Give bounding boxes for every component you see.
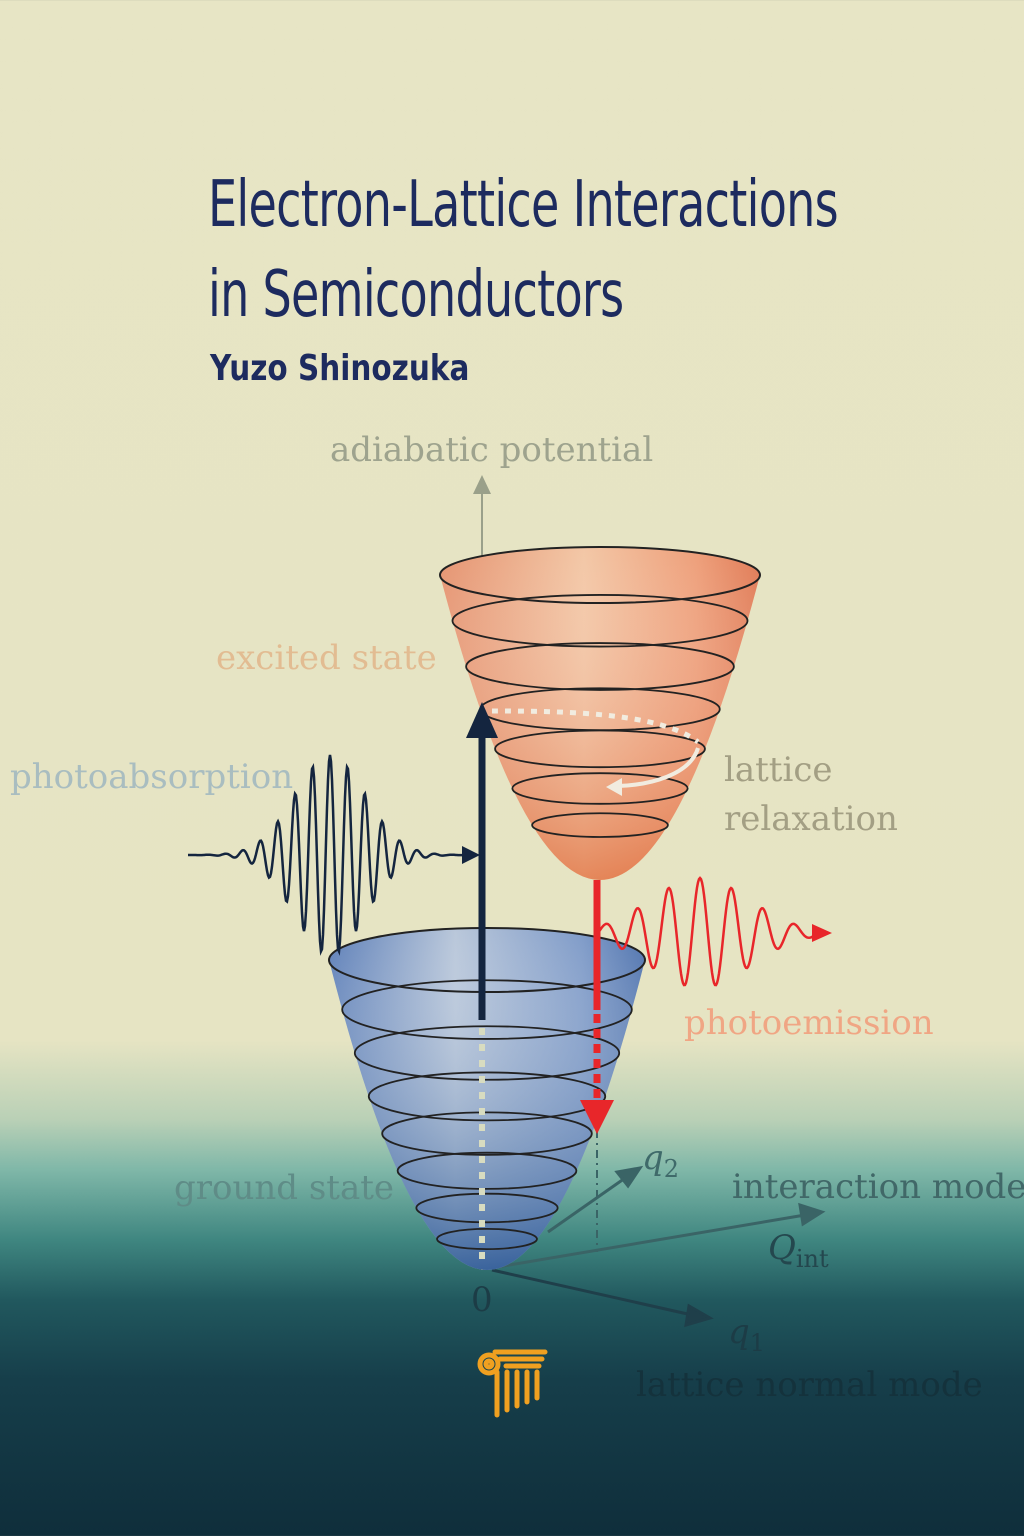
paraboloid-rim xyxy=(439,546,761,604)
photoabsorption-label: photoabsorption xyxy=(10,757,294,797)
relaxation-arrowhead-icon xyxy=(606,778,622,796)
paraboloid-rim xyxy=(328,927,646,993)
qint-arrowhead-icon xyxy=(798,1202,826,1227)
book-title-line-1: Electron-Lattice Interactions xyxy=(208,168,839,242)
relaxation-arrow xyxy=(617,747,700,788)
lattice-relaxation-label-1: lattice xyxy=(724,750,833,790)
adiabatic-potential-label: adiabatic potential xyxy=(330,430,654,470)
interaction-mode-label: interaction mode xyxy=(732,1167,1024,1207)
energy-level-ring xyxy=(367,1071,607,1122)
photoabsorption-wave xyxy=(188,754,468,956)
q1-subscript: 1 xyxy=(749,1328,766,1357)
q2-label: q2 xyxy=(642,1138,679,1183)
q2-subscript: 2 xyxy=(663,1154,680,1183)
energy-level-ring xyxy=(436,1227,538,1251)
qint-label: Qint xyxy=(768,1228,829,1273)
ground-state-paraboloid xyxy=(328,927,646,1270)
excited-state-label: excited state xyxy=(216,638,437,678)
energy-level-ring xyxy=(341,979,633,1040)
lattice-normal-mode-label: lattice normal mode xyxy=(636,1365,983,1405)
energy-level-ring xyxy=(415,1192,559,1224)
energy-level-ring xyxy=(381,1111,593,1156)
q2-axis xyxy=(547,1174,629,1234)
qint-axis xyxy=(491,1213,806,1270)
ground-state-label: ground state xyxy=(174,1168,395,1208)
energy-level-ring xyxy=(511,772,689,805)
q2-symbol: q xyxy=(642,1138,664,1178)
energy-level-ring xyxy=(465,642,735,691)
book-title-line-2: in Semiconductors xyxy=(208,258,624,332)
author-name: Yuzo Shinozuka xyxy=(210,348,470,389)
paraboloid-shade xyxy=(329,928,645,1270)
energy-level-ring xyxy=(531,812,669,838)
photoemission-label: photoemission xyxy=(684,1003,934,1043)
q1-axis xyxy=(491,1268,693,1317)
photoemission-wave xyxy=(596,876,821,987)
relaxation-dotted-path xyxy=(491,708,700,744)
q1-arrowhead-icon xyxy=(684,1303,714,1328)
energy-level-ring xyxy=(494,729,706,769)
lattice-relaxation-label-2: relaxation xyxy=(724,799,898,839)
emission-arrowhead-icon xyxy=(580,1100,614,1134)
q1-symbol: q xyxy=(728,1312,750,1352)
energy-level-ring xyxy=(396,1151,578,1190)
origin-label: 0 xyxy=(471,1280,493,1320)
absorption-wave-arrowhead-icon xyxy=(462,846,480,864)
energy-level-ring xyxy=(353,1025,621,1081)
q2-arrowhead-icon xyxy=(614,1165,644,1189)
q1-label: q1 xyxy=(728,1312,765,1357)
qint-subscript: int xyxy=(795,1244,829,1273)
publisher-logo xyxy=(477,1349,548,1418)
absorption-arrowhead-icon xyxy=(466,702,498,738)
axis-arrowhead-icon xyxy=(473,475,491,494)
qint-symbol: Q xyxy=(768,1228,796,1268)
emission-wave-arrowhead-icon xyxy=(812,924,832,942)
energy-level-ring xyxy=(451,594,749,648)
